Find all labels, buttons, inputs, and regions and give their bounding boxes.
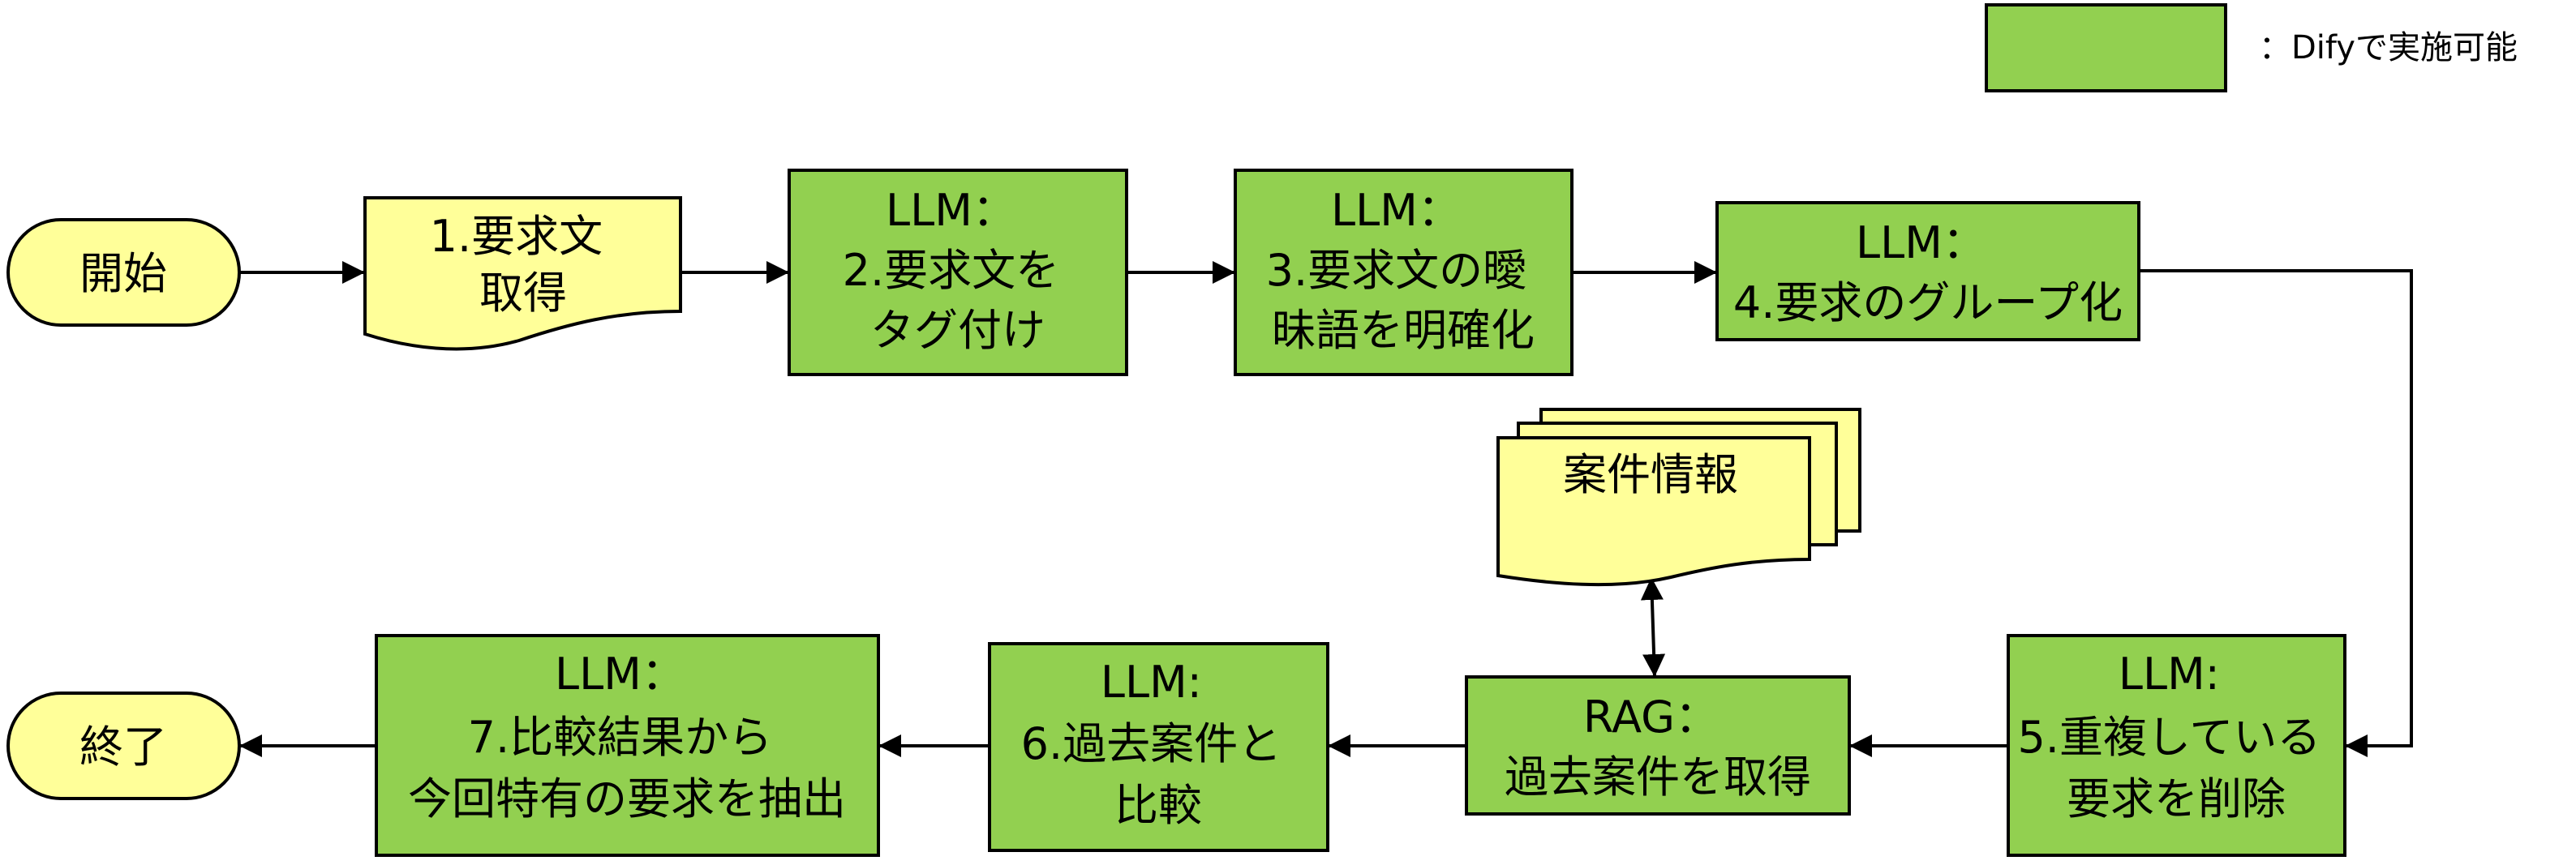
case-info-document-stack: 案件情報 (1496, 408, 1861, 587)
step5-line-3: 要求を削除 (2067, 773, 2286, 824)
step6-box: LLM: 6.過去案件と 比較 (988, 642, 1329, 852)
rag-line-2: 過去案件を取得 (1505, 752, 1811, 803)
svg-text:LLM： 7.比較結果から 今回特有: LLM： 7.比較結果から 今回特有の要求を抽出 (408, 649, 846, 824)
svg-text:LLM： 2.要求文を タグ付け: LLM： 2.要求文を タグ付け (843, 185, 1074, 356)
step6-line-1: LLM: (1101, 657, 1202, 708)
step1-line-1: 1.要求文 (430, 211, 603, 262)
svg-text:案件情報: 案件情報 (1563, 449, 1738, 500)
svg-text:LLM: 5.重複している 要求を削: LLM: 5.重複している 要求を削除 (2017, 649, 2334, 824)
step2-line-2: 2.要求文を (843, 245, 1060, 296)
step2-box: LLM： 2.要求文を タグ付け (788, 169, 1128, 376)
legend-label: ：Difyで実施可能 (2259, 29, 2518, 66)
case-info-label: 案件情報 (1563, 449, 1738, 500)
end-label: 終了 (79, 722, 167, 773)
step1-document: 1.要求文 取得 (363, 196, 682, 351)
rag-box: RAG： 過去案件を取得 (1465, 675, 1851, 816)
start-terminal: 開始 (6, 218, 241, 327)
step5-line-2: 5.重複している (2017, 712, 2321, 763)
step7-line-3: 今回特有の要求を抽出 (408, 773, 846, 824)
svg-text:開始: 開始 (79, 248, 167, 299)
svg-text:RAG： 過去案件を取得: RAG： 過去案件を取得 (1505, 692, 1811, 803)
step7-box: LLM： 7.比較結果から 今回特有の要求を抽出 (375, 634, 880, 857)
step7-line-1: LLM： (555, 649, 685, 700)
step3-box: LLM： 3.要求文の曖 昧語を明確化 (1234, 169, 1574, 376)
step4-line-1: LLM： (1856, 217, 1986, 268)
arrow-step4-to-step5 (2139, 269, 2413, 757)
step4-line-2: 4.要求のグループ化 (1733, 277, 2123, 328)
connectors (239, 261, 2413, 757)
step7-line-2: 7.比較結果から (468, 712, 773, 763)
rag-line-1: RAG： (1583, 692, 1719, 743)
end-terminal: 終了 (6, 692, 241, 800)
step1-line-2: 取得 (479, 268, 567, 319)
legend-swatch (1985, 3, 2227, 92)
step6-line-3: 比較 (1114, 780, 1202, 831)
svg-text:LLM: 6.過去案件と 比較: LLM: 6.過去案件と 比較 (1021, 657, 1296, 831)
legend: ：Difyで実施可能 (1985, 3, 2518, 92)
step2-line-3: タグ付け (870, 305, 1045, 356)
step3-line-2: 3.要求文の曖 (1266, 245, 1527, 296)
arrow-rag-case-info (1640, 576, 1666, 678)
step5-line-1: LLM: (2119, 649, 2220, 700)
svg-text:LLM： 3.要求文の曖 昧語を明確: LLM： 3.要求文の曖 昧語を明確化 (1266, 185, 1541, 356)
step2-line-1: LLM： (886, 185, 1016, 236)
step3-line-1: LLM： (1331, 185, 1462, 236)
svg-text:1.要求文 取得: 1.要求文 取得 (430, 211, 617, 319)
step4-box: LLM： 4.要求のグループ化 (1715, 201, 2140, 341)
step5-box: LLM: 5.重複している 要求を削除 (2007, 634, 2346, 857)
step6-line-2: 6.過去案件と (1021, 718, 1282, 769)
step3-line-3: 昧語を明確化 (1272, 305, 1535, 356)
svg-text:LLM： 4.要求のグループ化: LLM： 4.要求のグループ化 (1733, 217, 2123, 328)
svg-text:終了: 終了 (79, 722, 167, 773)
start-label: 開始 (79, 248, 167, 299)
